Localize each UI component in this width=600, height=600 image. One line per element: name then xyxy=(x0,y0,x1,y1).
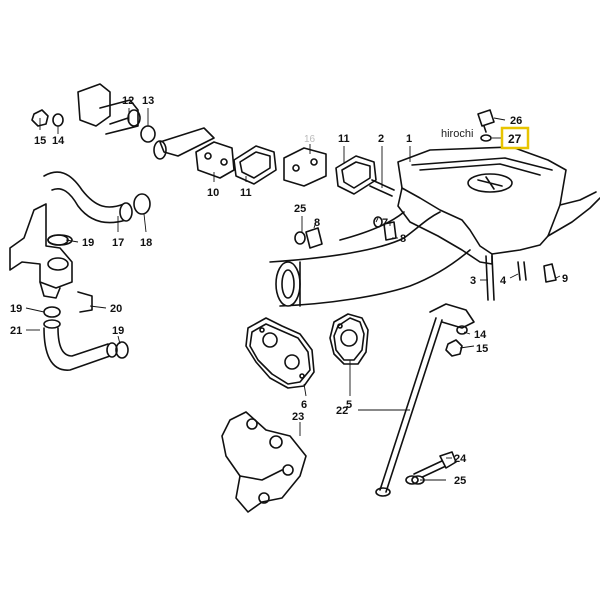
washer-25b xyxy=(405,475,419,485)
bolt-24 xyxy=(411,451,457,485)
washer-14a xyxy=(52,113,64,127)
exhaust-pipe xyxy=(269,211,471,307)
bracket-23 xyxy=(221,411,307,513)
label-15b: 15 xyxy=(476,343,488,355)
part-labels: 15 14 12 13 10 11 16 11 2 1 17 18 19 19 … xyxy=(10,95,568,487)
washer-25a xyxy=(294,231,306,245)
label-19c: 19 xyxy=(112,325,124,337)
valve-assembly xyxy=(9,203,73,299)
label-8b: 8 xyxy=(400,233,406,245)
highlight-box xyxy=(500,126,530,150)
label-26: 26 xyxy=(510,115,522,127)
gasket-11b xyxy=(335,155,377,195)
label-16: 16 xyxy=(304,134,316,145)
washer-7 xyxy=(373,216,383,228)
clamp-19b xyxy=(43,306,61,318)
stud-2 xyxy=(369,179,395,197)
clamp-19a xyxy=(47,234,69,246)
hose-21 xyxy=(43,319,118,371)
label-14a: 14 xyxy=(52,135,65,147)
label-7: 7 xyxy=(382,217,388,229)
label-13: 13 xyxy=(142,95,154,107)
hose-17 xyxy=(43,171,133,224)
screw-26 xyxy=(477,109,495,133)
label-2: 2 xyxy=(378,133,384,145)
clamp-13 xyxy=(140,125,156,143)
stud-3 xyxy=(485,255,495,301)
bracket-20 xyxy=(77,291,93,313)
label-19b: 19 xyxy=(10,303,22,315)
label-20: 20 xyxy=(110,303,122,315)
stud-4 xyxy=(517,261,527,281)
label-19a: 19 xyxy=(82,237,94,249)
bushing-8a xyxy=(305,227,323,249)
label-5: 5 xyxy=(346,399,352,411)
adapter-16 xyxy=(283,147,327,187)
washer-14b xyxy=(456,325,468,335)
label-24: 24 xyxy=(454,453,467,465)
flange-10 xyxy=(153,127,235,179)
label-4: 4 xyxy=(500,275,507,287)
label-14b: 14 xyxy=(474,329,487,341)
label-23: 23 xyxy=(292,411,304,423)
label-18: 18 xyxy=(140,237,152,249)
clamp-18 xyxy=(133,193,151,215)
label-3: 3 xyxy=(470,275,476,287)
label-22: 22 xyxy=(336,405,348,417)
leader-lines xyxy=(25,108,561,481)
label-9: 9 xyxy=(562,273,568,285)
bushing-9 xyxy=(543,263,557,283)
label-11a: 11 xyxy=(240,187,252,199)
label-21: 21 xyxy=(10,325,22,337)
seal-27 xyxy=(480,134,492,142)
label-25a: 25 xyxy=(294,203,306,215)
label-17: 17 xyxy=(112,237,124,249)
watermark-text: hirochi xyxy=(441,128,473,140)
highlighted-part-label: 27 xyxy=(508,132,522,146)
gasket-6 xyxy=(245,317,315,389)
label-15a: 15 xyxy=(34,135,46,147)
label-1: 1 xyxy=(406,133,412,145)
muffler-part xyxy=(397,146,600,265)
label-25b: 25 xyxy=(454,475,466,487)
gasket-11a xyxy=(233,145,277,185)
label-11b: 11 xyxy=(338,133,350,145)
label-10: 10 xyxy=(207,187,219,199)
label-6: 6 xyxy=(301,399,307,411)
label-8a: 8 xyxy=(314,217,320,229)
pipe-12 xyxy=(77,83,141,135)
nut-15b xyxy=(445,339,463,357)
label-12: 12 xyxy=(122,95,134,107)
clamp-19c xyxy=(115,341,129,359)
gasket-5 xyxy=(329,313,369,365)
